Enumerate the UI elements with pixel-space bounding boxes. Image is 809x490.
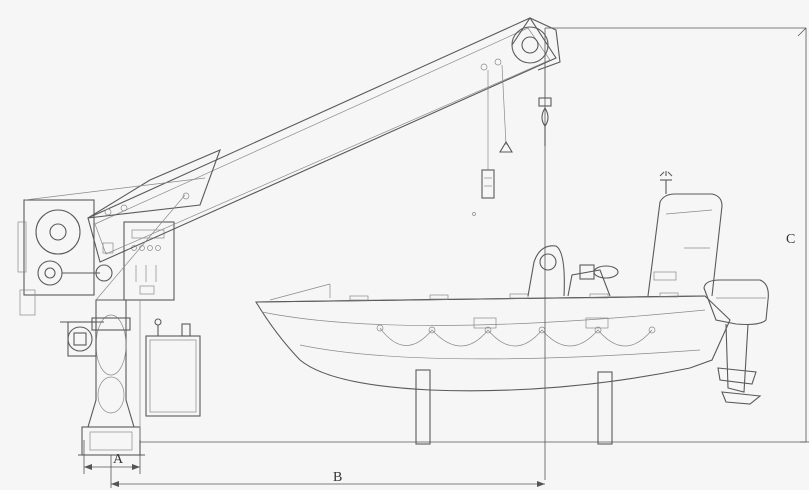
- hoist-falls: [472, 62, 552, 216]
- dimension-lines: [83, 27, 809, 488]
- boat-console: [527, 245, 619, 297]
- boat-grab-lines: [376, 317, 656, 347]
- dimension-label-a: A: [113, 452, 124, 467]
- control-panel: [102, 221, 175, 301]
- outboard-engine: [703, 279, 769, 405]
- rescue-boat: [255, 171, 769, 445]
- dimension-label-c: C: [786, 232, 795, 247]
- hoist-motor: [60, 321, 104, 357]
- boat-cradle: [415, 369, 613, 445]
- hydraulic-tank: [145, 318, 201, 417]
- crane-foot: [78, 426, 145, 456]
- crane-boom: [24, 17, 557, 301]
- boat-gunwale: [255, 283, 706, 303]
- boat-arch: [647, 171, 723, 297]
- crane: [17, 17, 561, 456]
- dimension-label-b: B: [333, 470, 342, 485]
- boat-hull: [255, 295, 731, 392]
- winch-housing: [17, 199, 113, 316]
- crane-pedestal: [87, 299, 135, 428]
- boom-head-sheave: [511, 17, 561, 71]
